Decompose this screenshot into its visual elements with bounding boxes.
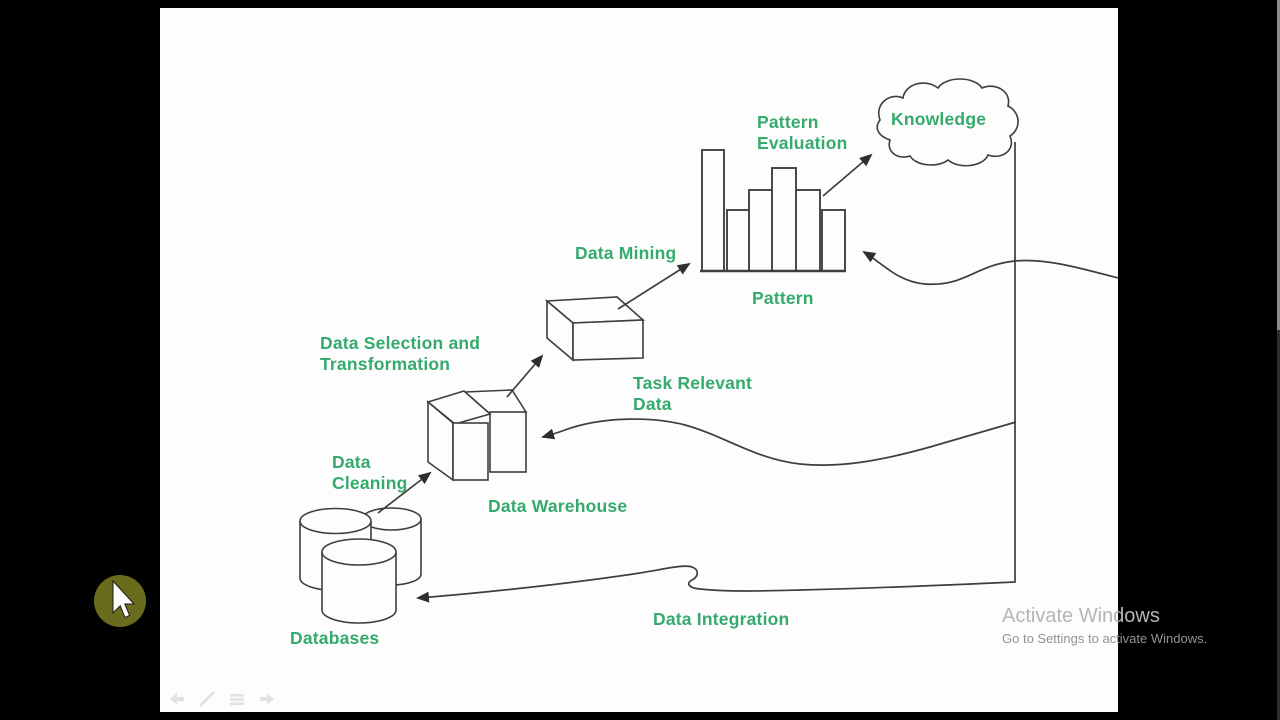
label-data-mining: Data Mining	[575, 243, 677, 263]
label-knowledge: Knowledge	[891, 109, 987, 129]
next-slide-button[interactable]	[258, 690, 276, 708]
arrow-mining-to-pattern	[617, 262, 691, 310]
pattern-bar	[795, 189, 821, 272]
arrow-pattern-to-knowledge	[822, 153, 873, 197]
arrow-databases-to-warehouse	[377, 471, 432, 514]
pen-tool-button[interactable]	[198, 690, 216, 708]
data-mining-cube-shape	[544, 296, 646, 362]
pattern-bar	[748, 189, 773, 272]
label-databases: Databases	[290, 628, 380, 648]
pattern-bar	[726, 209, 750, 272]
label-pattern: Pattern	[752, 288, 814, 308]
data-warehouse-boxes-shape	[426, 389, 528, 482]
arrow-left-icon	[170, 693, 184, 705]
menu-icon	[230, 694, 244, 705]
databases-cylinders-shape	[299, 507, 422, 624]
pattern-bar	[771, 167, 797, 272]
task-relevant-data-curve	[541, 418, 1017, 466]
knowledge-cloud-shape	[876, 78, 1019, 167]
slideshow-toolbar	[168, 690, 276, 708]
pointer-arrow-icon	[112, 579, 136, 619]
arrow-right-icon	[260, 693, 274, 705]
mouse-cursor-highlight	[94, 575, 146, 627]
label-pattern-evaluation: Pattern Evaluation	[757, 112, 848, 153]
label-data-selection: Data Selection and Transformation	[320, 333, 481, 374]
label-data-warehouse: Data Warehouse	[488, 496, 628, 516]
pattern-feedback-curve	[862, 250, 1119, 286]
label-data-cleaning: Data Cleaning	[332, 452, 408, 493]
arrow-warehouse-to-mining	[506, 354, 544, 398]
label-data-integration: Data Integration	[653, 609, 790, 629]
scrollbar-thumb[interactable]	[1277, 0, 1280, 330]
slide-menu-button[interactable]	[228, 690, 246, 708]
pattern-bar	[701, 149, 725, 272]
label-task-relevant-data: Task Relevant Data	[633, 373, 752, 414]
data-integration-curve	[416, 142, 1016, 603]
scrollbar-track[interactable]	[1277, 0, 1280, 720]
pattern-bar	[821, 209, 846, 272]
pen-icon	[199, 691, 215, 707]
previous-slide-button[interactable]	[168, 690, 186, 708]
pattern-bar-chart-shape	[701, 149, 846, 272]
